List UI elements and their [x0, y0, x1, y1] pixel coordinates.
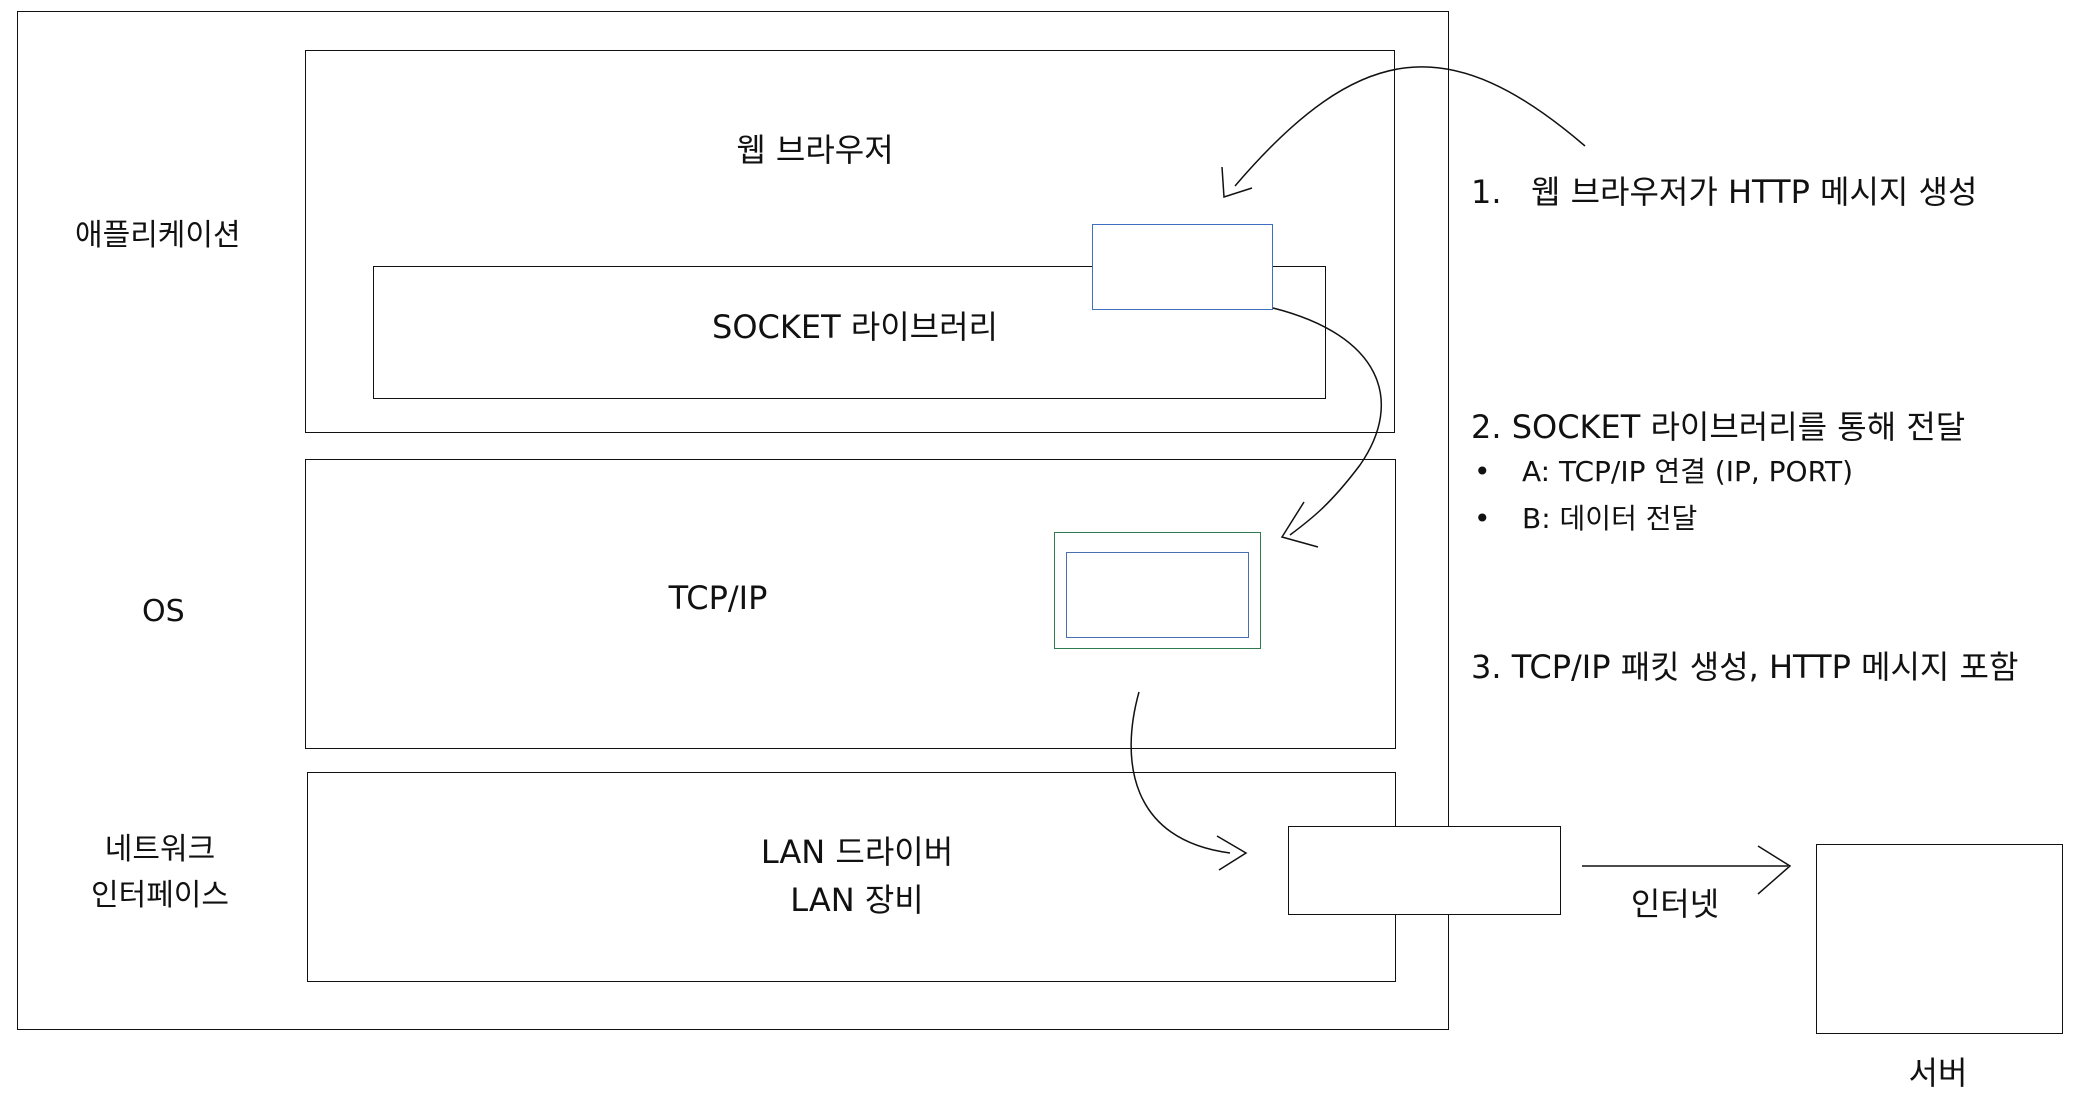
step2-bullet-a: • A: TCP/IP 연결 (IP, PORT) — [1470, 448, 1853, 495]
bullet-marker: • — [1474, 502, 1491, 535]
computer-frame — [17, 11, 1449, 1030]
os-layer-label: OS — [142, 594, 185, 629]
lan-driver-label: LAN 드라이버 — [760, 833, 954, 871]
lan-device-label: LAN 장비 — [790, 881, 924, 919]
web-browser-label: 웹 브라우저 — [736, 131, 894, 169]
server-box — [1816, 844, 2063, 1034]
tcpip-packet-box — [1054, 532, 1261, 649]
application-layer-label: 애플리케이션 — [75, 218, 241, 253]
socket-library-label: SOCKET 라이브러리 — [712, 308, 998, 346]
internet-label: 인터넷 — [1630, 885, 1720, 923]
bullet-marker: • — [1474, 455, 1491, 488]
server-label: 서버 — [1908, 1054, 1968, 1092]
tcpip-packet-inner-box — [1066, 552, 1249, 638]
network-layer-box — [307, 772, 1396, 982]
http-message-box — [1092, 224, 1273, 310]
os-layer-box — [305, 459, 1396, 749]
step2-bullet-b: • B: 데이터 전달 — [1470, 495, 1853, 542]
step2-bullet-list: • A: TCP/IP 연결 (IP, PORT) • B: 데이터 전달 — [1470, 448, 1853, 542]
tcpip-label: TCP/IP — [668, 579, 768, 617]
network-layer-label-line1: 네트워크 — [104, 832, 216, 867]
bullet-text: A: TCP/IP 연결 (IP, PORT) — [1522, 455, 1854, 488]
network-layer-label-line2: 인터페이스 — [91, 878, 229, 913]
step1-text: 웹 브라우저가 HTTP 메시지 생성 — [1531, 173, 1978, 211]
step3-text: 3. TCP/IP 패킷 생성, HTTP 메시지 포함 — [1471, 648, 2019, 686]
bullet-text: B: 데이터 전달 — [1522, 502, 1698, 535]
step2-text: 2. SOCKET 라이브러리를 통해 전달 — [1471, 408, 1966, 446]
internet-arrowhead-icon — [1757, 845, 1792, 895]
step1-number: 1. — [1471, 173, 1502, 211]
application-layer-box — [305, 50, 1395, 433]
outgoing-frame-box — [1288, 826, 1561, 915]
